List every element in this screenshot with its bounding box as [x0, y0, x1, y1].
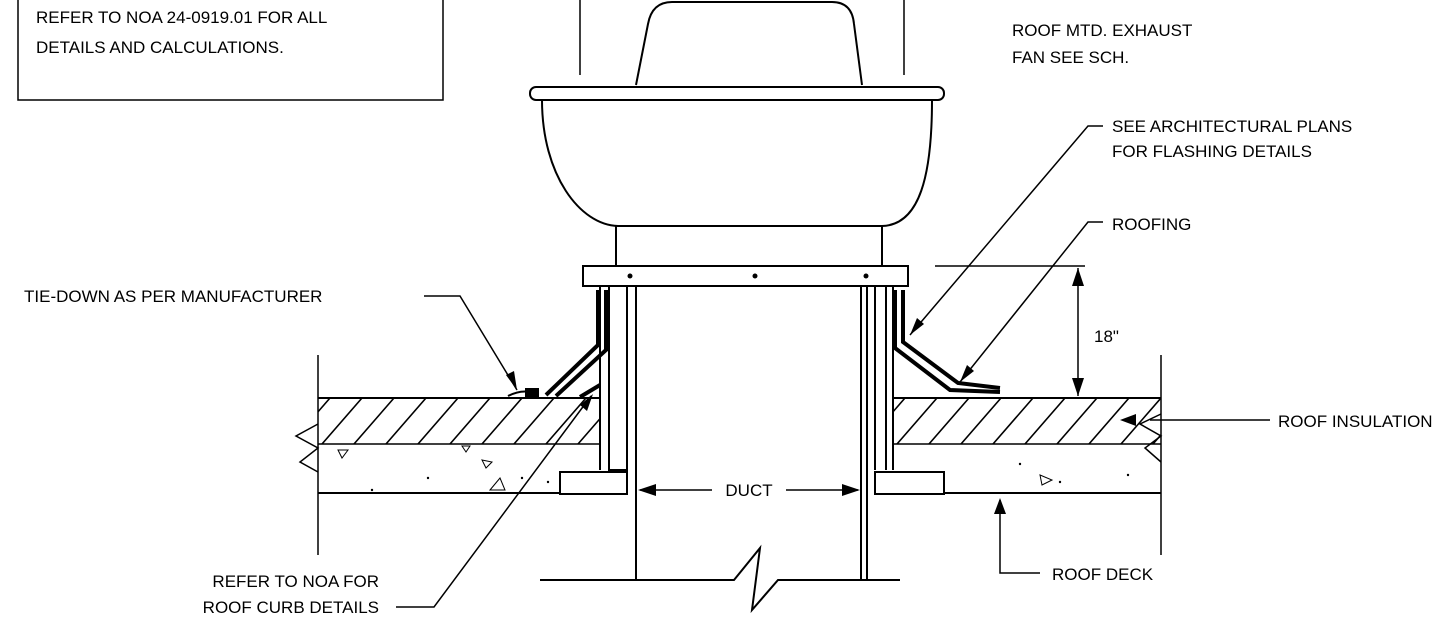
- leaders: [396, 125, 1270, 608]
- insulation-hatch: [417, 398, 459, 444]
- exhaust-fan: [529, 0, 945, 266]
- insulation-hatch: [449, 398, 491, 444]
- flashing-label-line-2: FOR FLASHING DETAILS: [1112, 142, 1312, 161]
- roof-deck: [294, 355, 1163, 555]
- duct-label: DUCT: [725, 481, 772, 500]
- note-line-2: DETAILS AND CALCULATIONS.: [36, 38, 284, 57]
- tie-down-label: TIE-DOWN AS PER MANUFACTURER: [24, 287, 322, 306]
- insulation-hatch: [1088, 398, 1130, 444]
- insulation-hatch: [481, 398, 523, 444]
- insulation-hatch: [896, 398, 938, 444]
- note-box: REFER TO NOA 24-0919.01 FOR ALL DETAILS …: [17, 0, 444, 101]
- fan-hood: [635, 1, 863, 86]
- insulation-hatch: [642, 398, 682, 444]
- insulation-hatch: [960, 398, 1002, 444]
- insulation-hatch: [610, 398, 650, 444]
- insulation-hatch: [893, 398, 906, 414]
- insulation-hatch: [928, 398, 970, 444]
- fastener: [752, 273, 758, 279]
- leader-roof-curb: [396, 395, 592, 608]
- flashing: [507, 290, 1001, 399]
- leader-roof-deck: [999, 500, 1040, 574]
- insulation-hatch: [1120, 398, 1161, 444]
- insulation-hatch: [513, 398, 555, 444]
- insulation-hatch: [353, 398, 395, 444]
- fastener: [627, 273, 633, 279]
- insulation-hatch: [258, 398, 298, 444]
- break-line: [540, 544, 900, 614]
- curb-label-line-2: ROOF CURB DETAILS: [203, 598, 379, 617]
- duct-arrows: DUCT: [638, 481, 860, 500]
- fastener: [863, 273, 869, 279]
- flashing-label-line-1: SEE ARCHITECTURAL PLANS: [1112, 117, 1352, 136]
- roofing-label: ROOFING: [1112, 215, 1191, 234]
- leader-roofing: [959, 221, 1103, 383]
- insulation-hatch: [577, 417, 600, 444]
- aggregate-marks: [337, 445, 1054, 491]
- note-line-1: REFER TO NOA 24-0919.01 FOR ALL: [36, 8, 327, 27]
- fan-label-line-2: FAN SEE SCH.: [1012, 48, 1129, 67]
- roof-deck-label: ROOF DECK: [1052, 565, 1154, 584]
- insulation-hatch: [385, 398, 427, 444]
- curb-cap-plate: [582, 265, 909, 287]
- dimension-label: 18": [1094, 327, 1119, 346]
- leader-flashing: [909, 125, 1103, 336]
- tie-down-anchor: [525, 388, 539, 397]
- fan-label-line-1: ROOF MTD. EXHAUST: [1012, 21, 1192, 40]
- leader-tie-down: [424, 295, 518, 391]
- dimension-curb-height: 18": [935, 265, 1119, 396]
- curb-label-line-1: REFER TO NOA FOR: [212, 572, 379, 591]
- insulation-hatch: [321, 398, 363, 444]
- fan-bowl: [541, 99, 933, 227]
- insulation-hatch: [1056, 398, 1098, 444]
- insulation-hatch: [1024, 398, 1066, 444]
- roof-insulation: [258, 397, 1257, 445]
- fan-rim: [529, 86, 945, 101]
- break-symbol-left: [294, 423, 320, 473]
- insulation-hatch: [992, 398, 1034, 444]
- roof-curb: [559, 286, 945, 495]
- curb-base-left: [559, 471, 628, 495]
- insulation-hatch: [318, 398, 331, 414]
- curb-base-right: [874, 471, 945, 495]
- roof-insulation-label: ROOF INSULATION: [1278, 412, 1433, 431]
- insulation-hatch: [545, 398, 587, 444]
- insulation-hatch: [1217, 398, 1257, 444]
- duct: [540, 286, 900, 614]
- insulation-hatch: [1185, 398, 1225, 444]
- break-symbol-right: [1138, 413, 1163, 463]
- aggregate-dots: [370, 462, 1130, 492]
